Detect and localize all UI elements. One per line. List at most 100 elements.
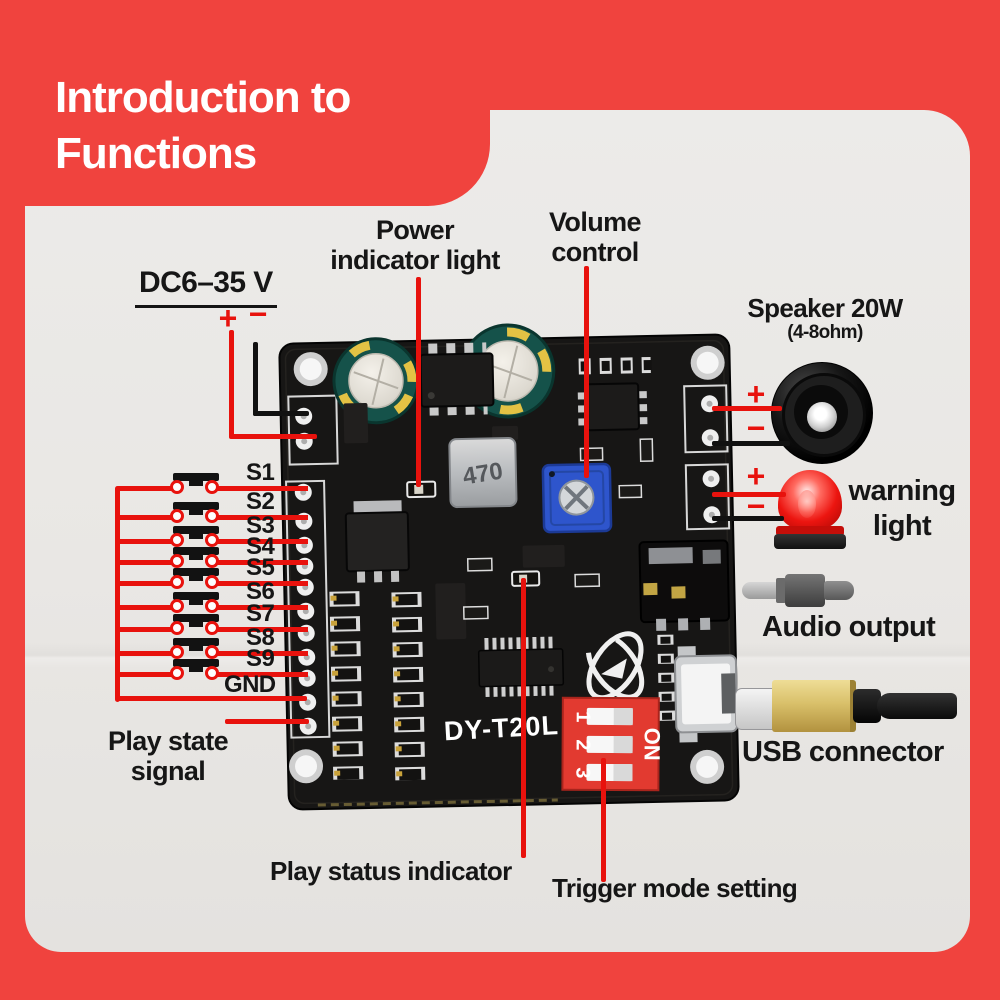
usb-cable [877,693,957,719]
gnd-wire [117,696,307,701]
usb-connector-label: USB connector [742,736,944,768]
play-state-wire [225,719,309,724]
switch-row: S7 [118,600,310,645]
title-banner [0,0,490,206]
switch-row: S3 [118,512,310,557]
warning-positive-wire [712,492,786,497]
usb-plug-shell [735,688,775,730]
audio-plug-collar [776,578,786,603]
wire-segment [216,560,308,565]
brand-logo-icon [585,631,645,701]
push-button-stem [189,534,203,539]
inductor: 470 [448,436,518,509]
wire-segment [216,486,308,491]
beacon-base [774,534,846,549]
wire-segment [216,672,308,677]
wire-segment [118,605,173,610]
audio-jack [638,539,730,631]
audio-plug-tip [742,582,778,599]
usb-strain-relief [853,689,881,723]
dc-positive-wire [229,434,317,439]
contact-terminal [170,666,184,680]
switch-label: S1 [246,459,275,486]
switch-label: S2 [246,488,275,515]
volume-label-line2: control [551,236,639,267]
speaker-label: Speaker 20W (4-8ohm) [740,294,910,343]
pcb-board-graphic: 470 [278,323,740,811]
gnd-label: GND [224,671,276,698]
warning-negative-wire [712,516,784,521]
wire-segment [216,651,308,656]
push-button-icon [173,547,219,555]
trigger-leader-line [601,758,606,882]
dc-negative-wire [253,342,258,416]
dip-label-2: 2 [572,739,594,750]
play-state-label-line1: Play state [107,726,229,756]
wire-segment [216,515,308,520]
volume-label-line1: Volume [549,207,642,237]
audio-plug-illustration [742,570,854,612]
warning-label-line1: warning [848,475,957,507]
power-indicator-label: Power indicator light [330,215,500,275]
pcb-edge-contacts [317,798,558,807]
push-button-stem [189,555,203,560]
dip-label-1: 1 [572,711,594,722]
play-status-leader-line [521,578,526,858]
switch-row: S1 [118,459,310,504]
trigger-mode-setting-label: Trigger mode setting [552,873,798,903]
dc-negative-wire [253,411,309,416]
wire-segment [118,486,173,491]
speaker-minus-sign: − [746,410,766,446]
audio-plug-body [785,574,825,607]
dip-label-on: ON [640,728,665,761]
push-button-stem [189,600,203,605]
push-button-icon [173,614,219,622]
switch-row: S2 [118,488,310,533]
contact-terminal [170,621,184,635]
smd-component [343,402,565,640]
play-state-signal-label: Play state signal [103,726,233,786]
warning-light-label: warning light [838,474,966,544]
contact-terminal [170,554,184,568]
wire-segment [118,581,173,586]
wire-segment [216,627,308,632]
dc-positive-wire [229,330,234,438]
switch-bus-wire [115,486,120,702]
volume-leader-line [584,266,589,478]
title-line-1: Introduction to [55,73,351,122]
push-button-stem [189,622,203,627]
wire-segment [118,672,173,677]
smd-resistors [462,438,654,620]
warning-minus-sign: − [746,488,766,524]
push-button-stem [189,667,203,672]
switch-row: S6 [118,578,310,623]
board-model: DY-T20L [443,710,560,746]
wire-segment [118,627,173,632]
speaker-plus-sign: + [746,376,766,412]
push-button-stem [189,510,203,515]
beacon-collar [776,526,844,536]
wire-segment [216,581,308,586]
power-indicator-label-line2: indicator light [330,244,500,275]
speaker-label-main: Speaker 20W [747,293,903,323]
warning-plus-sign: + [746,458,766,494]
push-button-icon [173,526,219,534]
push-button-icon [173,568,219,576]
push-button-stem [189,576,203,581]
contact-terminal [170,599,184,613]
wire-segment [216,605,308,610]
switch-label: S6 [246,578,275,605]
push-button-icon [173,638,219,646]
contact-terminal [170,533,184,547]
mosfet [344,500,410,583]
power-indicator-leader-line [416,277,421,487]
audio-output-label: Audio output [762,611,936,643]
title-line-2: Functions [55,128,257,178]
play-state-label-line2: signal [130,755,206,786]
dc-voltage-label: DC6–35 V [135,266,277,308]
contact-terminal [170,509,184,523]
beacon-bulb-highlight [798,490,816,518]
wire-segment [118,560,173,565]
mounting-holes [289,345,725,784]
